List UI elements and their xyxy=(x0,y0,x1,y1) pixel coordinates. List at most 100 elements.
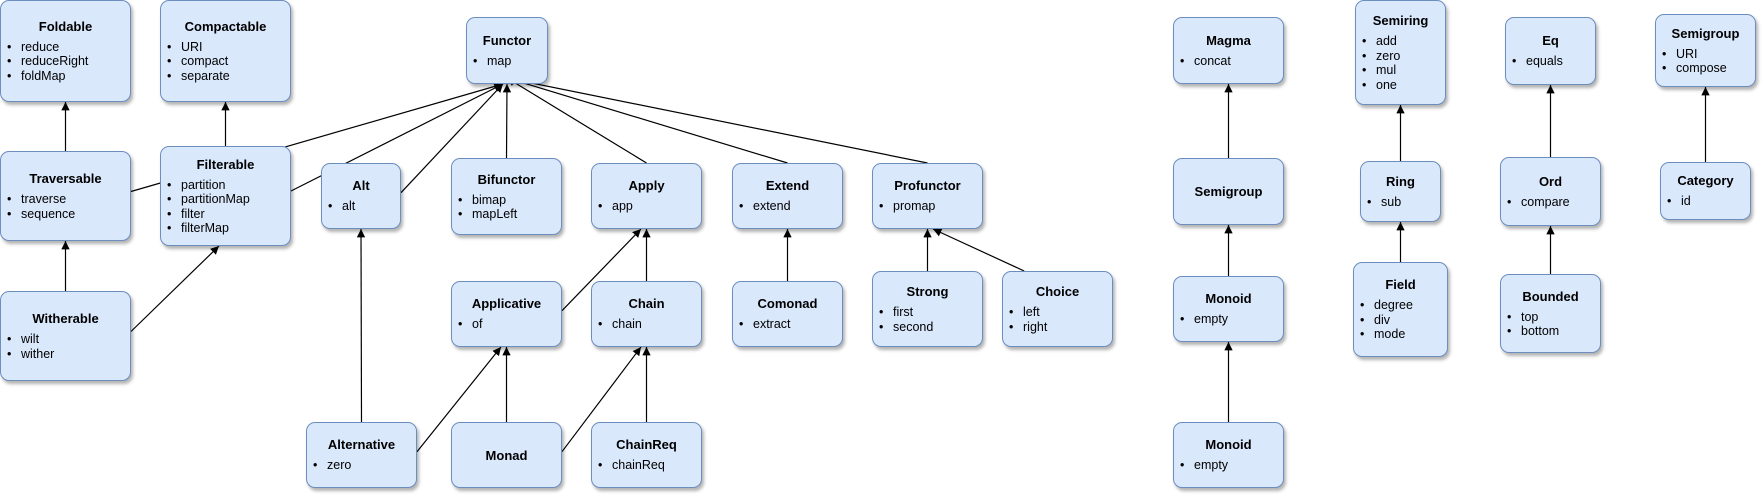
node-alternative[interactable]: Alternativezero xyxy=(306,422,417,488)
node-bifunctor[interactable]: BifunctorbimapmapLeft xyxy=(451,158,562,235)
method-list: URIcompose xyxy=(1662,47,1749,76)
method-item: extend xyxy=(739,199,836,214)
method-list: zero xyxy=(313,458,410,473)
method-item: map xyxy=(473,54,541,69)
method-list: empty xyxy=(1180,312,1277,327)
node-title: Foldable xyxy=(38,18,93,34)
method-item: filter xyxy=(167,207,284,222)
node-title: Compactable xyxy=(184,18,267,34)
method-item: of xyxy=(458,317,555,332)
method-item: compact xyxy=(167,54,284,69)
method-item: URI xyxy=(167,40,284,55)
node-extend[interactable]: Extendextend xyxy=(732,163,843,229)
node-semigroup[interactable]: Semigroup xyxy=(1173,158,1284,225)
method-item: zero xyxy=(313,458,410,473)
node-ord[interactable]: Ordcompare xyxy=(1500,157,1601,226)
node-foldable[interactable]: Foldable reducereduceRightfoldMap xyxy=(0,0,131,102)
method-item: equals xyxy=(1512,54,1589,69)
node-magma[interactable]: Magma concat xyxy=(1173,17,1284,84)
method-item: empty xyxy=(1180,458,1277,473)
node-title: Field xyxy=(1385,277,1416,293)
edge-alt-to-functor xyxy=(400,83,504,194)
method-list: of xyxy=(458,317,555,332)
node-compactable[interactable]: CompactableURIcompactseparate xyxy=(160,0,291,102)
node-title: Traversable xyxy=(29,171,102,186)
node-strong[interactable]: Strongfirstsecond xyxy=(872,271,983,347)
node-traversable[interactable]: Traversable traversesequence xyxy=(0,151,131,241)
method-item: sub xyxy=(1367,195,1434,210)
node-title: Strong xyxy=(906,284,949,299)
method-item: right xyxy=(1009,320,1106,335)
method-list: wiltwither xyxy=(7,332,124,361)
method-item: id xyxy=(1667,194,1744,209)
method-list: partitionpartitionMapfilterfilterMap xyxy=(167,178,284,236)
node-title: Choice xyxy=(1035,284,1080,299)
method-item: mul xyxy=(1362,63,1439,78)
method-item: wither xyxy=(7,347,124,362)
method-list: extract xyxy=(739,317,836,332)
edge-apply-to-functor xyxy=(506,77,647,164)
node-category[interactable]: Category id xyxy=(1660,162,1751,220)
node-title: Semigroup xyxy=(1194,184,1263,199)
node-title: Profunctor xyxy=(894,178,961,194)
node-alt[interactable]: Alt alt xyxy=(321,163,401,229)
node-title: Eq xyxy=(1542,33,1559,49)
method-item: reduceRight xyxy=(7,54,124,69)
node-ring[interactable]: Ring sub xyxy=(1360,161,1441,222)
method-list: bimapmapLeft xyxy=(458,193,555,222)
node-title: Magma xyxy=(1206,32,1251,48)
method-item: empty xyxy=(1180,312,1277,327)
method-list: alt xyxy=(328,199,394,214)
method-item: filterMap xyxy=(167,221,284,236)
method-item: alt xyxy=(328,199,394,214)
node-monoid[interactable]: Monoid empty xyxy=(1173,276,1284,342)
method-item: div xyxy=(1360,313,1441,328)
node-semigroup-top[interactable]: SemigroupURIcompose xyxy=(1655,14,1756,87)
method-list: sub xyxy=(1367,195,1434,210)
node-monoid-bottom[interactable]: Monoidempty xyxy=(1173,422,1284,488)
node-title: Bounded xyxy=(1522,288,1579,304)
node-apply[interactable]: Applyapp xyxy=(591,163,702,229)
node-title: Monoid xyxy=(1205,291,1252,307)
node-semiring[interactable]: Semiringaddzeromulone xyxy=(1355,0,1446,105)
method-list: chainReq xyxy=(598,458,695,473)
method-item: promap xyxy=(879,199,976,214)
node-title: Applicative xyxy=(471,296,542,312)
node-title: ChainReq xyxy=(616,437,677,453)
method-item: zero xyxy=(1362,49,1439,64)
method-item: mode xyxy=(1360,327,1441,342)
node-monad[interactable]: Monad xyxy=(451,422,562,488)
method-item: top xyxy=(1507,310,1594,325)
method-list: URIcompactseparate xyxy=(167,40,284,84)
node-title: Functor xyxy=(482,32,532,48)
method-item: bimap xyxy=(458,193,555,208)
node-choice[interactable]: Choiceleftright xyxy=(1002,271,1113,347)
method-item: reduce xyxy=(7,40,124,55)
node-chainreq[interactable]: ChainReq chainReq xyxy=(591,422,702,488)
node-title: Category xyxy=(1677,173,1734,189)
method-item: sequence xyxy=(7,207,124,222)
node-profunctor[interactable]: Profunctor promap xyxy=(872,163,983,229)
node-filterable[interactable]: FilterablepartitionpartitionMapfilterfil… xyxy=(160,146,291,246)
edge-monad-to-chain xyxy=(561,346,642,453)
node-eq[interactable]: Eq equals xyxy=(1505,17,1596,85)
method-list: traversesequence xyxy=(7,192,124,221)
method-item: chainReq xyxy=(598,458,695,473)
method-item: foldMap xyxy=(7,69,124,84)
method-item: traverse xyxy=(7,192,124,207)
node-applicative[interactable]: Applicative of xyxy=(451,281,562,347)
node-functor[interactable]: Functor map xyxy=(466,17,548,84)
node-bounded[interactable]: Bounded topbottom xyxy=(1500,274,1601,353)
node-witherable[interactable]: Witherablewiltwither xyxy=(0,291,131,381)
edge-extend-to-functor xyxy=(506,76,788,164)
node-title: Comonad xyxy=(757,296,818,312)
method-list: topbottom xyxy=(1507,310,1594,339)
node-title: Ring xyxy=(1386,173,1415,189)
method-item: concat xyxy=(1180,54,1277,69)
node-title: Alt xyxy=(352,178,370,194)
method-item: first xyxy=(879,305,976,320)
node-comonad[interactable]: Comonad extract xyxy=(732,281,843,347)
method-item: compare xyxy=(1507,195,1594,210)
node-field[interactable]: Fielddegreedivmode xyxy=(1353,262,1448,357)
node-chain[interactable]: Chainchain xyxy=(591,281,702,347)
